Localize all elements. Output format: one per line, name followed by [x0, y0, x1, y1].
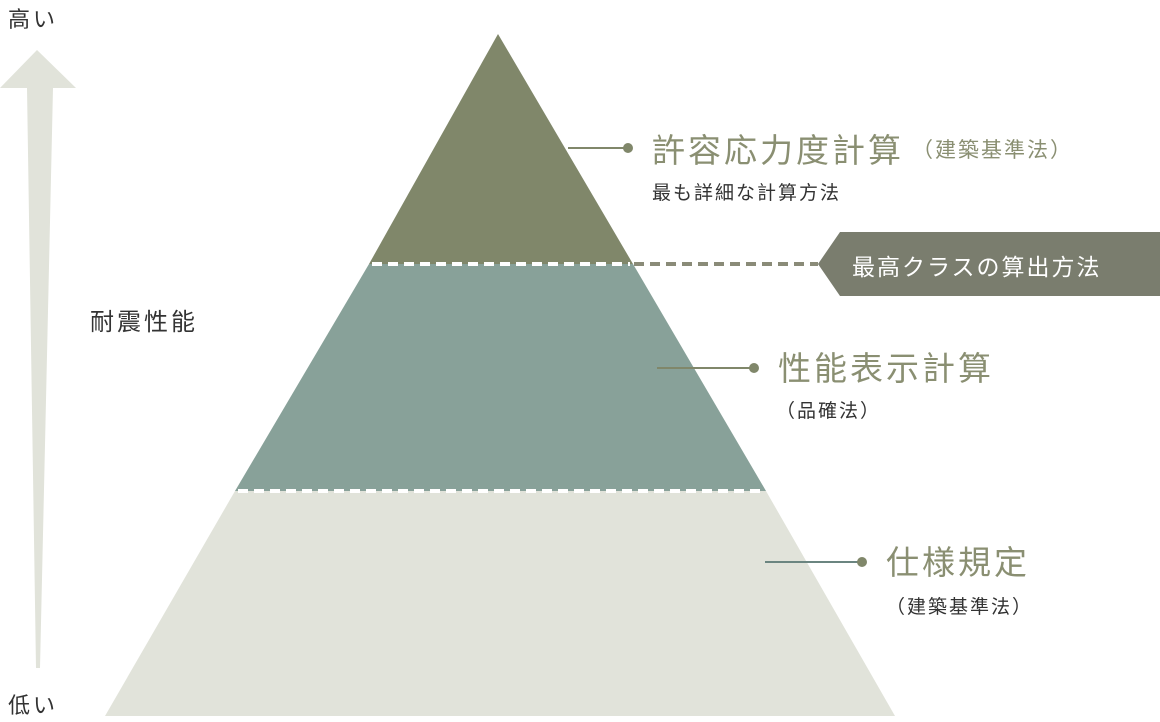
- tier-top-description: 最も詳細な計算方法: [652, 182, 842, 204]
- tier-bottom-law: （建築基準法）: [886, 596, 1034, 618]
- tier-middle-title: 性能表示計算: [778, 349, 994, 388]
- up-arrow-icon: [0, 50, 76, 668]
- tier-bottom-shape: [105, 491, 895, 716]
- axis-high-label: 高い: [8, 8, 59, 33]
- leader-dot-bottom: [857, 557, 867, 567]
- tier-top-title: 許容応力度計算: [652, 131, 904, 170]
- badge-shape: [818, 232, 1160, 296]
- tier-top-law: （建築基準法）: [912, 138, 1073, 162]
- axis-name-label: 耐震性能: [90, 308, 198, 336]
- leader-dot-middle: [749, 363, 759, 373]
- leader-dot-top: [623, 143, 633, 153]
- tier-bottom-title: 仕様規定: [886, 543, 1030, 582]
- badge-label: 最高クラスの算出方法: [852, 255, 1102, 281]
- tier-top-shape: [369, 34, 633, 264]
- axis-low-label: 低い: [8, 694, 59, 719]
- tier-middle-shape: [235, 264, 766, 491]
- tier-middle-law: （品確法）: [776, 400, 882, 422]
